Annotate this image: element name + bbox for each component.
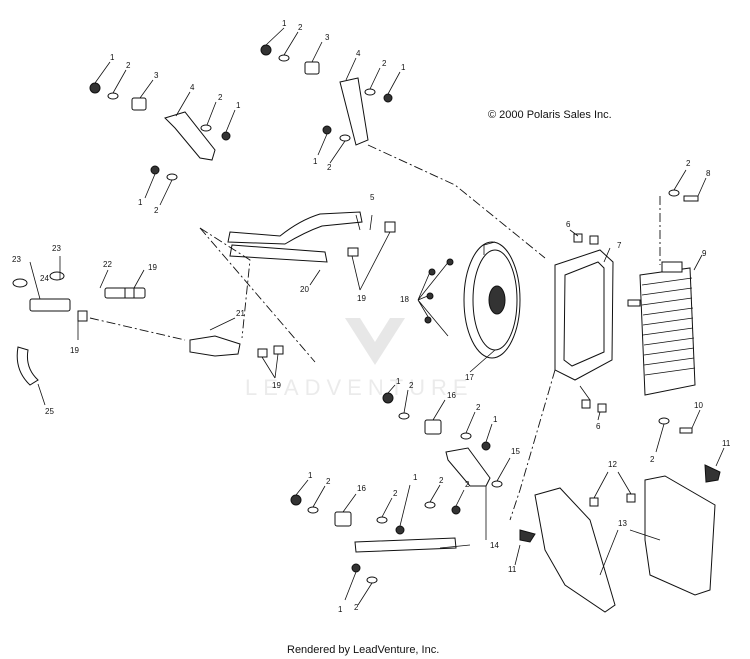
watermark-text: LEADVENTURE [245,375,474,400]
part-callout-number: 19 [148,263,157,272]
part-callout-number: 16 [447,391,456,400]
part-callout-number: 4 [356,49,361,58]
part-callout-number: 17 [465,373,474,382]
part-callout-number: 1 [493,415,498,424]
part-callout-number: 1 [282,19,287,28]
part-callout-number: 12 [608,460,617,469]
part-callout-number: 2 [465,480,470,489]
part-callout-number: 1 [308,471,313,480]
part-callout-number: 3 [154,71,159,80]
part-callout-number: 1 [338,605,343,614]
side-panel-assembly [514,471,716,613]
part-callout-number: 3 [325,33,330,42]
part-callout-number: 1 [401,63,406,72]
part-callout-number: 23 [12,255,21,264]
hose-assembly [12,211,396,406]
footer-text: Rendered by LeadVenture, Inc. [287,644,439,656]
part-callout-number: 5 [370,193,375,202]
part-callout-number: 2 [126,61,131,70]
part-callout-number: 9 [702,249,707,258]
radiator-assembly [627,169,725,483]
part-callout-number: 20 [300,285,309,294]
part-callout-number: 2 [327,163,332,172]
part-callout-number: 15 [511,447,520,456]
part-callout-number: 21 [236,309,245,318]
part-callout-number: 23 [52,244,61,253]
part-callout-number: 2 [382,59,387,68]
fan-assembly [417,229,614,521]
part-callout-number: 1 [138,198,143,207]
part-callout-number: 8 [706,169,711,178]
part-callout-number: 24 [40,274,49,283]
part-callout-number: 1 [413,473,418,482]
part-callout-number: 11 [508,565,517,574]
part-callout-number: 13 [618,519,627,528]
part-callout-number: 19 [70,346,79,355]
part-callout-number: 1 [110,53,115,62]
part-callout-number: 1 [236,101,241,110]
top-center-bracket-assembly [260,27,401,164]
part-callout-number: 2 [476,403,481,412]
watermark-logo: LEADVENTURE [245,318,474,400]
copyright-text: © 2000 Polaris Sales Inc. [488,109,612,121]
part-callout-number: 19 [357,294,366,303]
part-callout-number: 22 [103,260,112,269]
part-callout-number: 2 [326,477,331,486]
part-callout-number: 19 [272,381,281,390]
part-callout-number: 25 [45,407,54,416]
part-callout-number: 2 [650,455,655,464]
part-callout-number: 10 [694,401,703,410]
part-callout-number: 1 [313,157,318,166]
part-callout-number: 14 [490,541,499,550]
part-callout-number: 2 [393,489,398,498]
part-callout-number: 2 [154,206,159,215]
part-callout-number: 2 [298,23,303,32]
part-callout-number: 16 [357,484,366,493]
part-callout-number: 4 [190,83,195,92]
part-callout-number: 2 [409,381,414,390]
part-callout-number: 7 [617,241,622,250]
part-callout-number: 2 [218,93,223,102]
part-callout-number: 1 [396,377,401,386]
part-callout-number: 6 [566,220,571,229]
part-callout-number: 2 [686,159,691,168]
part-callout-number: 18 [400,295,409,304]
part-callout-number: 11 [722,439,731,448]
lower-bracket-assembly [290,384,511,606]
part-callout-number: 2 [354,603,359,612]
part-callout-number: 6 [596,422,601,431]
top-left-bracket-assembly [89,61,236,206]
part-callout-number: 2 [439,476,444,485]
